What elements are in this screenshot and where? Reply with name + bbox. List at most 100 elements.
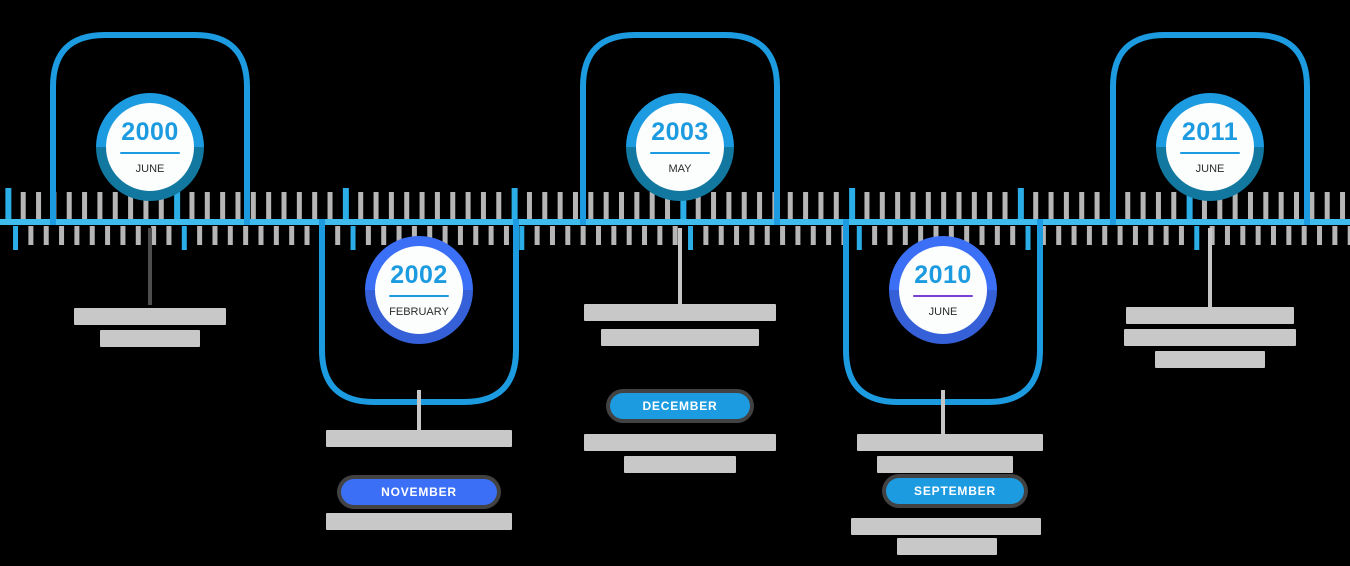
- ruler-tick: [1079, 192, 1085, 222]
- milestone-arc: [580, 32, 780, 225]
- ruler-tick: [764, 226, 770, 245]
- ruler-tick: [895, 192, 901, 222]
- ruler-tick: [342, 188, 349, 222]
- ruler-tick: [1025, 226, 1031, 250]
- ruler-tick: [1186, 188, 1193, 222]
- ruler-tick: [473, 226, 479, 245]
- ruler-tick: [296, 192, 302, 222]
- ruler-tick: [987, 192, 993, 222]
- ruler-tick: [457, 226, 463, 245]
- ruler-tick: [36, 192, 42, 222]
- ruler-tick: [595, 226, 601, 245]
- ruler-tick: [281, 192, 287, 222]
- ruler-tick: [450, 192, 456, 222]
- ruler-tick: [611, 226, 617, 245]
- ruler-tick: [312, 192, 318, 222]
- ruler-tick: [1217, 192, 1223, 222]
- ruler-tick: [948, 226, 954, 245]
- ruler-tick: [396, 226, 402, 245]
- ruler-tick: [580, 226, 586, 245]
- milestone-description-line: [326, 430, 512, 447]
- ruler-tick: [1163, 226, 1169, 245]
- ruler-tick: [266, 192, 272, 222]
- ruler-tick: [304, 226, 310, 245]
- ruler-tick: [680, 188, 687, 222]
- ruler-tick: [258, 226, 264, 245]
- ruler-tick: [1347, 226, 1350, 245]
- ruler-tick: [780, 226, 786, 245]
- milestone-year: 2003: [651, 117, 709, 146]
- ruler-tick: [488, 226, 494, 245]
- ruler-tick: [1048, 192, 1054, 222]
- ruler-tick: [59, 226, 65, 245]
- ruler-tick: [20, 192, 26, 222]
- ruler-tick: [856, 226, 862, 250]
- ruler-tick: [82, 192, 88, 222]
- node-divider: [389, 294, 449, 297]
- ruler-tick: [43, 226, 49, 245]
- ruler-tick: [465, 192, 471, 222]
- month-badge[interactable]: DECEMBER: [610, 393, 750, 419]
- ruler-tick: [1247, 192, 1253, 222]
- node-divider: [650, 151, 710, 154]
- milestone-stem: [1208, 228, 1212, 310]
- ruler-tick: [235, 192, 241, 222]
- ruler-tick: [572, 192, 578, 222]
- ruler-tick: [28, 226, 34, 245]
- ruler-tick: [665, 192, 671, 222]
- ruler-tick: [1255, 226, 1261, 245]
- ruler-tick: [1201, 192, 1207, 222]
- ruler-tick: [803, 192, 809, 222]
- ruler-tick: [289, 226, 295, 245]
- milestone-description-line: [857, 434, 1043, 451]
- ruler-tick: [13, 226, 19, 250]
- ruler-tick: [872, 226, 878, 245]
- ruler-tick: [526, 192, 532, 222]
- ruler-tick: [197, 226, 203, 245]
- ruler-tick: [174, 188, 181, 222]
- ruler-tick: [350, 226, 356, 250]
- milestone-description-line: [897, 538, 997, 555]
- ruler-tick: [910, 192, 916, 222]
- ruler-tick: [404, 192, 410, 222]
- milestone-description-line: [326, 513, 512, 530]
- ruler-tick: [1286, 226, 1292, 245]
- ruler-tick: [879, 192, 885, 222]
- ruler-tick: [105, 226, 111, 245]
- ruler-tick: [979, 226, 985, 245]
- ruler-tick: [243, 226, 249, 245]
- ruler-tick: [826, 226, 832, 245]
- ruler-tick: [1033, 192, 1039, 222]
- ruler-tick: [1178, 226, 1184, 245]
- ruler-tick: [534, 226, 540, 245]
- ruler-tick: [734, 226, 740, 245]
- ruler-tick: [619, 192, 625, 222]
- ruler-tick: [1240, 226, 1246, 245]
- ruler-tick: [227, 226, 233, 245]
- ruler-tick: [1324, 192, 1330, 222]
- ruler-tick: [642, 226, 648, 245]
- month-badge[interactable]: NOVEMBER: [341, 479, 497, 505]
- ruler-tick: [503, 226, 509, 245]
- month-badge[interactable]: SEPTEMBER: [886, 478, 1024, 504]
- ruler-tick: [588, 192, 594, 222]
- ruler-tick: [66, 192, 72, 222]
- milestone-description-line: [877, 456, 1013, 473]
- ruler-tick: [565, 226, 571, 245]
- ruler-tick: [726, 192, 732, 222]
- ruler-tick: [1224, 226, 1230, 245]
- node-divider: [1180, 151, 1240, 154]
- ruler-tick: [1340, 192, 1346, 222]
- ruler-tick: [603, 192, 609, 222]
- ruler-tick: [365, 226, 371, 245]
- ruler-tick: [542, 192, 548, 222]
- ruler-tick: [388, 192, 394, 222]
- ruler-tick: [335, 226, 341, 245]
